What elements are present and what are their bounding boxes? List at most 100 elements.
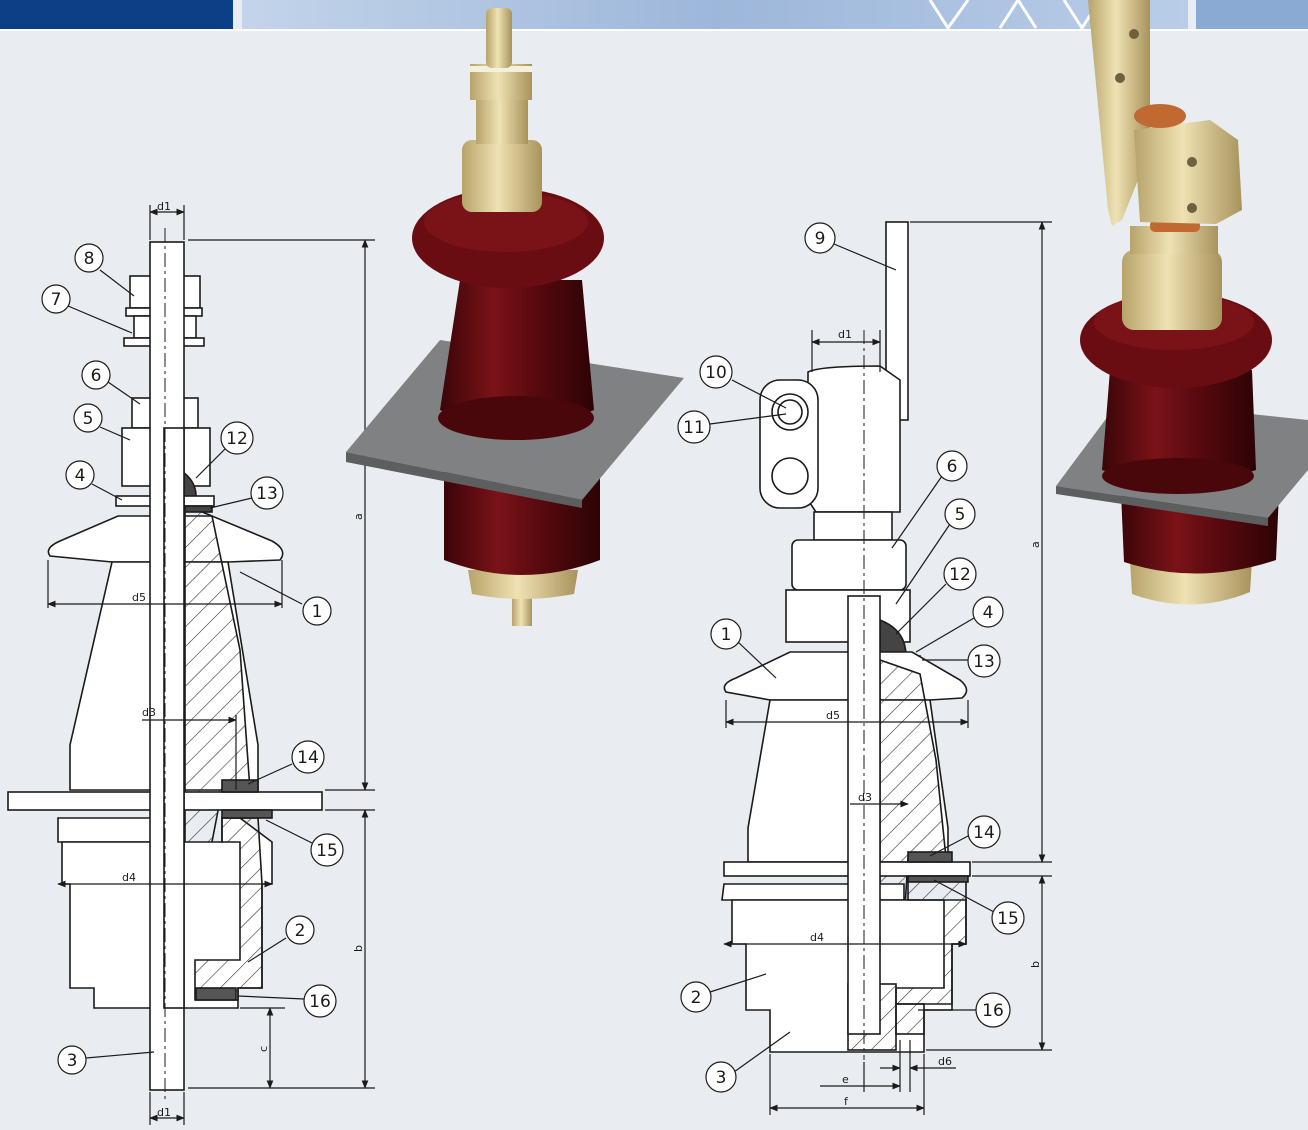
render1-washer — [470, 66, 532, 72]
render1-porcelain-base-ring — [438, 396, 594, 440]
right-callout-6: 6 — [891, 450, 968, 549]
right-bolt-lower — [771, 457, 809, 495]
right-dim-d3: d3 — [858, 791, 872, 804]
right-mounting-plate — [723, 861, 971, 877]
left-callout-2: 2 — [247, 915, 315, 963]
right-callout-10: 10 — [699, 355, 787, 409]
right-callout-13: 13 — [922, 644, 1001, 678]
bushing-render-flag — [1056, 0, 1308, 605]
svg-text:1: 1 — [721, 625, 732, 645]
left-conductor-core — [163, 427, 185, 1009]
right-callout-12: 12 — [895, 557, 977, 635]
right-callout-1: 1 — [710, 618, 777, 679]
left-callout-14: 14 — [247, 740, 325, 785]
render2-flag-hole — [1115, 73, 1125, 83]
right-dim-a: a — [1029, 541, 1042, 548]
render1-bottom-cap — [468, 570, 578, 599]
right-clamp-body — [807, 365, 901, 513]
left-seal-16 — [195, 987, 237, 1001]
svg-text:10: 10 — [705, 363, 727, 383]
left-callout-6: 6 — [81, 360, 141, 405]
render1-nut-base — [462, 140, 542, 212]
right-callout-16: 16 — [918, 992, 1011, 1028]
right-dim-b: b — [1029, 961, 1042, 968]
right-dimensions — [723, 221, 1052, 1115]
left-callout-4: 4 — [65, 460, 123, 501]
left-dim-d1-top: d1 — [157, 200, 171, 213]
right-callout-11: 11 — [677, 410, 787, 444]
right-callout-9: 9 — [804, 222, 897, 271]
right-gasket-15 — [907, 875, 969, 883]
svg-text:15: 15 — [316, 841, 338, 861]
left-callout-15: 15 — [265, 819, 344, 867]
left-callout-12: 12 — [195, 421, 254, 479]
right-callouts: 9 10 11 6 5 12 4 13 1 14 15 2 16 3 — [677, 222, 1025, 1093]
render2-upper-porcelain — [1102, 370, 1256, 483]
right-top-shed — [723, 651, 968, 701]
svg-text:4: 4 — [75, 466, 86, 486]
right-dim-e: e — [842, 1073, 849, 1086]
right-dim-d5: d5 — [826, 709, 840, 722]
render1-upper-porcelain — [440, 280, 594, 425]
svg-text:2: 2 — [295, 921, 306, 941]
svg-text:12: 12 — [226, 429, 248, 449]
right-dim-labels: d1 d5 d3 d4 e f d6 a b — [810, 328, 1042, 1108]
render2-copper-cap — [1134, 104, 1186, 128]
svg-text:11: 11 — [683, 418, 705, 438]
svg-text:12: 12 — [949, 565, 971, 585]
svg-text:5: 5 — [955, 505, 966, 525]
render1-stud — [486, 8, 512, 68]
left-callouts: 8 7 6 5 4 12 13 1 14 15 2 16 3 — [41, 243, 344, 1075]
svg-text:16: 16 — [982, 1001, 1004, 1021]
render2-flag-hole-2 — [1129, 29, 1139, 39]
right-callout-15: 15 — [933, 879, 1025, 935]
render2-clamp-block — [1134, 120, 1242, 224]
svg-text:13: 13 — [973, 652, 995, 672]
right-dim-d1: d1 — [838, 328, 852, 341]
left-gasket-15 — [221, 809, 273, 819]
svg-text:14: 14 — [297, 748, 319, 768]
left-dim-d4: d4 — [122, 871, 136, 884]
right-callout-5: 5 — [895, 498, 976, 605]
right-callout-2: 2 — [680, 973, 767, 1013]
bushing-render-stud — [346, 8, 684, 626]
left-callout-13: 13 — [209, 476, 284, 510]
right-gasket-14 — [907, 851, 953, 863]
right-callout-3: 3 — [705, 1031, 791, 1093]
render2-flange-plate-edge — [1056, 486, 1268, 526]
render2-hole-upper — [1187, 157, 1197, 167]
left-callout-16: 16 — [237, 984, 337, 1018]
render1-flange-plate-edge — [346, 452, 582, 508]
svg-text:15: 15 — [997, 909, 1019, 929]
svg-text:2: 2 — [691, 988, 702, 1008]
svg-text:6: 6 — [91, 366, 102, 386]
render2-porcelain-ring — [1102, 458, 1254, 494]
left-dimensions — [47, 205, 375, 1125]
left-dim-b: b — [352, 945, 365, 952]
render2-nut-base — [1122, 250, 1222, 330]
svg-text:3: 3 — [67, 1051, 78, 1071]
left-callout-8: 8 — [74, 243, 135, 297]
render2-flag-terminal — [1088, 0, 1150, 226]
left-dim-a: a — [352, 513, 365, 520]
left-section-drawing — [7, 228, 323, 1100]
header-navy-block — [0, 0, 233, 30]
right-dim-d6: d6 — [938, 1055, 952, 1068]
right-nut-6 — [791, 539, 907, 591]
svg-text:5: 5 — [83, 409, 94, 429]
left-dim-c: c — [257, 1046, 270, 1052]
right-bolt-upper-inner — [777, 399, 803, 425]
header-band — [0, 0, 1308, 31]
left-gasket-13 — [184, 505, 213, 513]
left-callout-1: 1 — [239, 571, 332, 626]
left-callout-5: 5 — [73, 403, 131, 441]
svg-text:4: 4 — [983, 603, 994, 623]
svg-text:7: 7 — [51, 290, 62, 310]
left-lower-body — [57, 817, 167, 843]
right-seal-16 — [895, 1003, 925, 1035]
right-dim-d4: d4 — [810, 931, 824, 944]
right-callout-4: 4 — [915, 596, 1004, 653]
svg-text:8: 8 — [84, 249, 95, 269]
left-dim-d3: d3 — [142, 706, 156, 719]
